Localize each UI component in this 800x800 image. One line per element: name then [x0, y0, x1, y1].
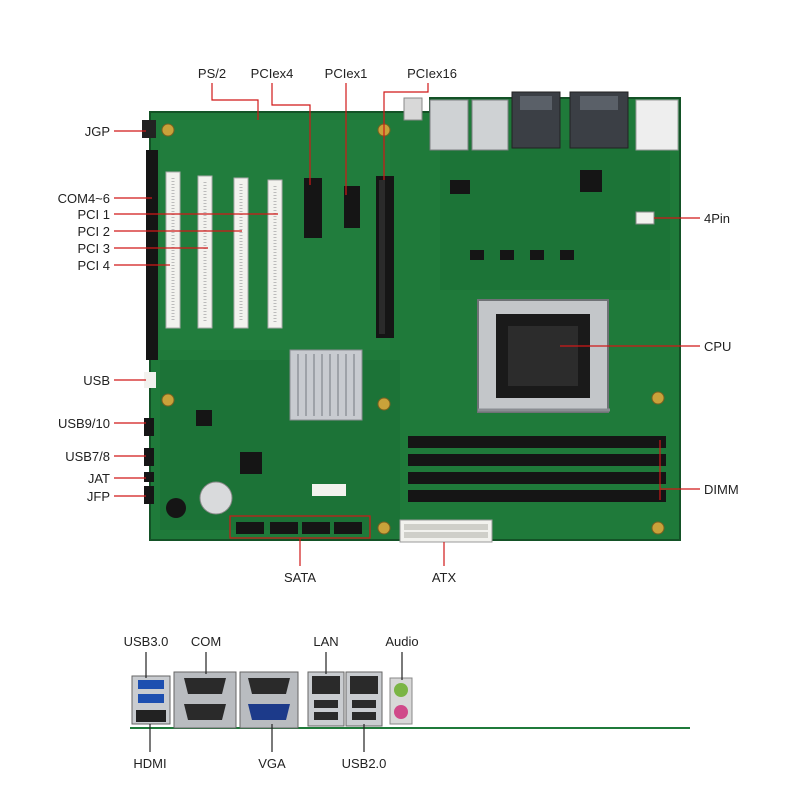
io-leader-lines: [145, 652, 403, 752]
label-pciex16: PCIex16: [407, 66, 457, 81]
label-hdmi: HDMI: [133, 756, 166, 771]
io-labels: USB3.0 COM LAN Audio HDMI VGA USB2.0: [124, 634, 419, 771]
label-jat: JAT: [88, 471, 110, 486]
label-usb7-8: USB7/8: [65, 449, 110, 464]
label-dimm: DIMM: [704, 482, 739, 497]
label-lan: LAN: [313, 634, 338, 649]
board-image: [142, 91, 681, 543]
label-pci4: PCI 4: [77, 258, 110, 273]
label-sata: SATA: [284, 570, 316, 585]
label-usb20: USB2.0: [342, 756, 387, 771]
label-pci3: PCI 3: [77, 241, 110, 256]
leader-lines: [114, 83, 700, 566]
label-cpu: CPU: [704, 339, 731, 354]
label-pciex1: PCIex1: [325, 66, 368, 81]
label-pci2: PCI 2: [77, 224, 110, 239]
label-vga: VGA: [258, 756, 286, 771]
label-usb: USB: [83, 373, 110, 388]
label-atx: ATX: [432, 570, 457, 585]
label-com: COM: [191, 634, 221, 649]
label-jgp: JGP: [85, 124, 110, 139]
label-pciex4: PCIex4: [251, 66, 294, 81]
label-jfp: JFP: [87, 489, 110, 504]
label-pci1: PCI 1: [77, 207, 110, 222]
label-audio: Audio: [385, 634, 418, 649]
label-ps2: PS/2: [198, 66, 226, 81]
board-labels: PS/2 PCIex4 PCIex1 PCIex16 JGP COM4~6 PC…: [58, 66, 739, 585]
io-panel-image: [130, 671, 690, 729]
label-4pin: 4Pin: [704, 211, 730, 226]
label-com4-6: COM4~6: [58, 191, 110, 206]
label-usb30: USB3.0: [124, 634, 169, 649]
label-usb9-10: USB9/10: [58, 416, 110, 431]
